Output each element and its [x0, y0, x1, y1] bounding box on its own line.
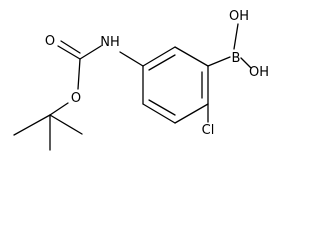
nh-label: NH: [100, 35, 120, 50]
carbonyl-oxygen-label: O: [45, 34, 55, 49]
bond-nh-to-carbonyl-c: [79, 45, 102, 60]
ring-bond-c5-c6: [142, 103, 176, 124]
bond-carbonyl-c-to-o-double: [60, 40, 81, 54]
bond-quaternary-c-to-methyl-left: [13, 114, 51, 136]
bonds: [13, 23, 252, 151]
bond-ester-o-to-quaternary-c: [49, 102, 69, 116]
ring-bond-c4-c5: [174, 103, 209, 124]
bond-ring-to-boron: [207, 56, 231, 67]
bond-carbonyl-c-to-ester-o: [77, 58, 81, 90]
boron-label: B: [232, 51, 241, 66]
bond-carbonyl-c-to-o: [57, 45, 81, 60]
chlorine-label: Cl: [202, 123, 215, 138]
oh-lower-label: OH: [249, 65, 269, 80]
ring-double-bond-c5-c6: [148, 99, 176, 116]
ester-oxygen-label: O: [71, 91, 81, 106]
bond-ring-to-nh: [119, 51, 144, 67]
bond-boron-to-oh-upper: [233, 23, 239, 50]
bond-boron-to-oh-lower: [240, 57, 252, 69]
ring-bond-c1-c2: [142, 46, 176, 67]
chemical-structure: NH B OH OH Cl O O: [13, 9, 269, 151]
atom-labels: NH B OH OH Cl O O: [45, 9, 269, 138]
bond-quaternary-c-to-methyl-right: [49, 114, 83, 135]
ring-double-bond-c1-c2: [148, 54, 176, 71]
oh-upper-label: OH: [229, 9, 249, 24]
ring-bond-c2-c3: [174, 46, 209, 67]
